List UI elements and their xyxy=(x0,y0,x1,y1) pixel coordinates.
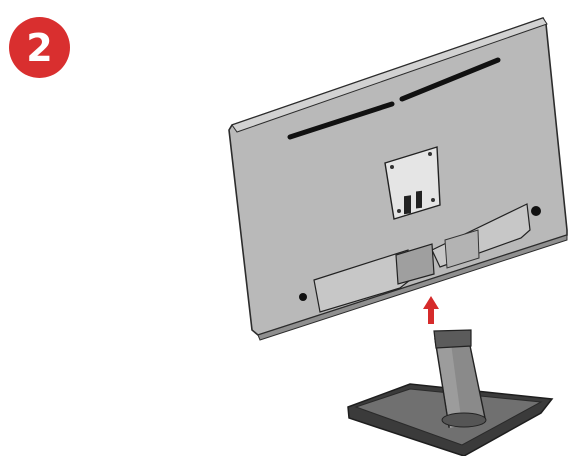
monitor-stand xyxy=(348,330,552,456)
up-arrow-icon xyxy=(423,296,439,324)
